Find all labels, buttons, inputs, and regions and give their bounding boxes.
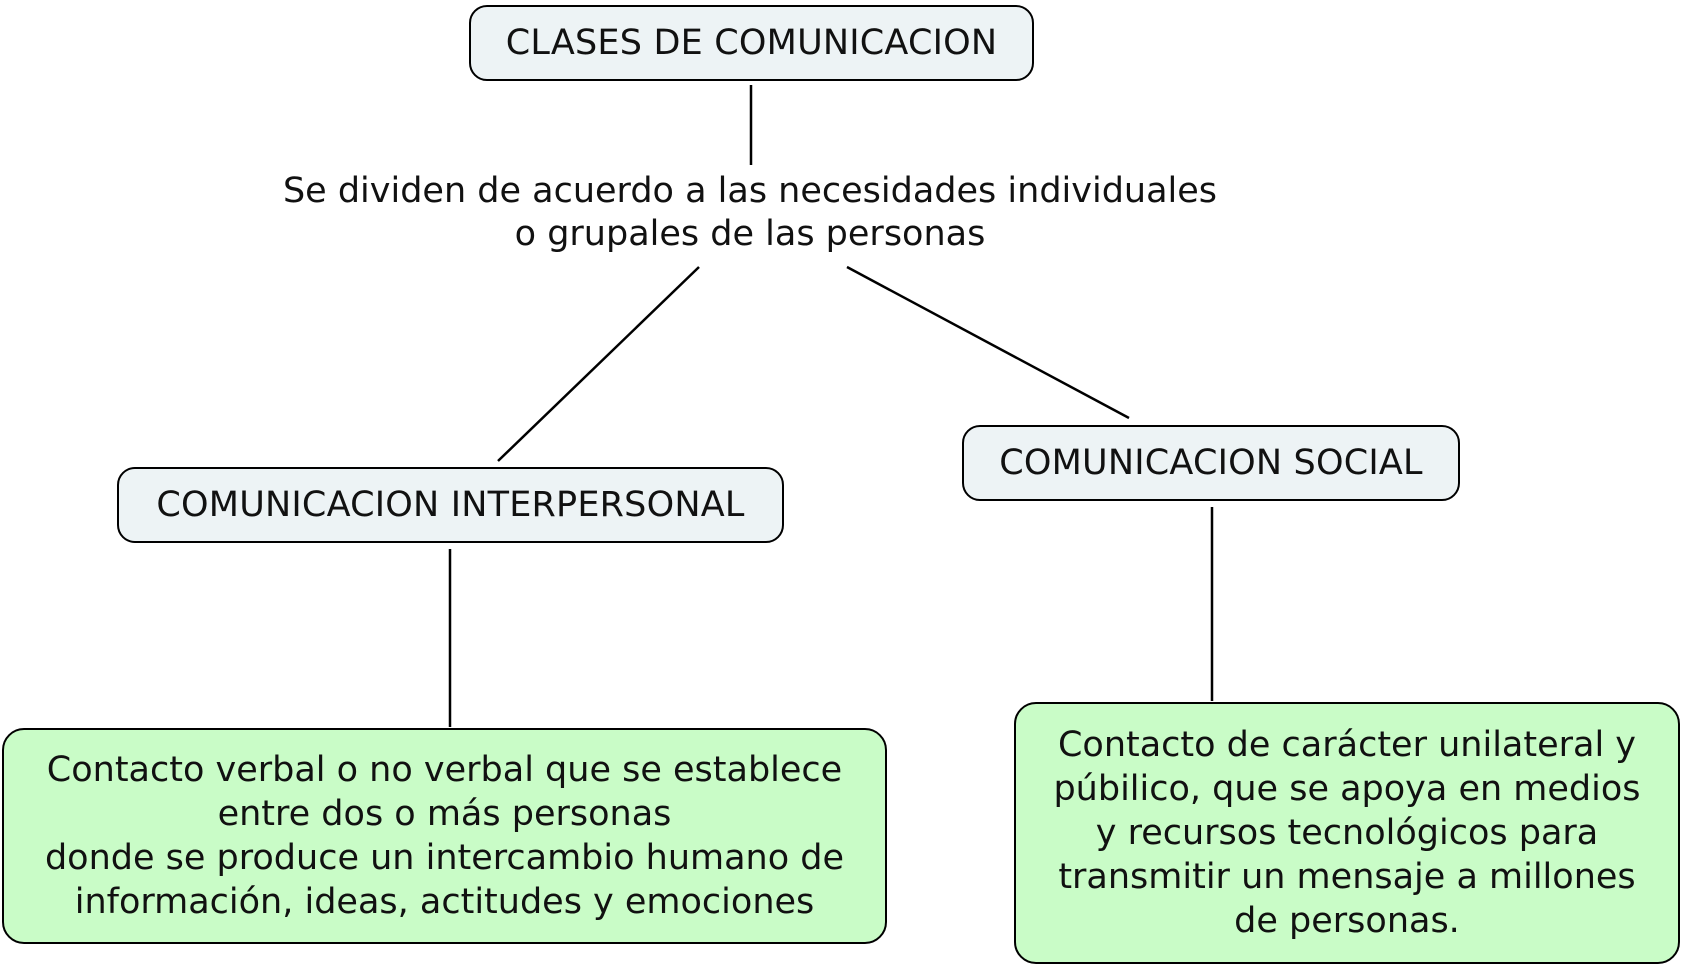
interpersonal-description-node[interactable]: Contacto verbal o no verbal que se estab… bbox=[2, 728, 887, 944]
linking-phrase: Se dividen de acuerdo a las necesidades … bbox=[282, 171, 1218, 254]
social-description-text: Contacto de carácter unilateral y púbili… bbox=[1053, 725, 1641, 941]
root-concept-node[interactable]: CLASES DE COMUNICACION bbox=[469, 5, 1034, 81]
social-concept-node[interactable]: COMUNICACION SOCIAL bbox=[962, 425, 1460, 501]
connector-phrase-to-social bbox=[846, 265, 1130, 420]
root-concept-label: CLASES DE COMUNICACION bbox=[505, 23, 998, 63]
social-description-node[interactable]: Contacto de carácter unilateral y púbili… bbox=[1014, 702, 1680, 964]
interpersonal-concept-label: COMUNICACION INTERPERSONAL bbox=[156, 485, 745, 525]
interpersonal-concept-node[interactable]: COMUNICACION INTERPERSONAL bbox=[117, 467, 784, 543]
interpersonal-description-text: Contacto verbal o no verbal que se estab… bbox=[44, 750, 845, 922]
social-concept-label: COMUNICACION SOCIAL bbox=[999, 443, 1423, 483]
connector-phrase-to-interpersonal bbox=[497, 266, 700, 462]
